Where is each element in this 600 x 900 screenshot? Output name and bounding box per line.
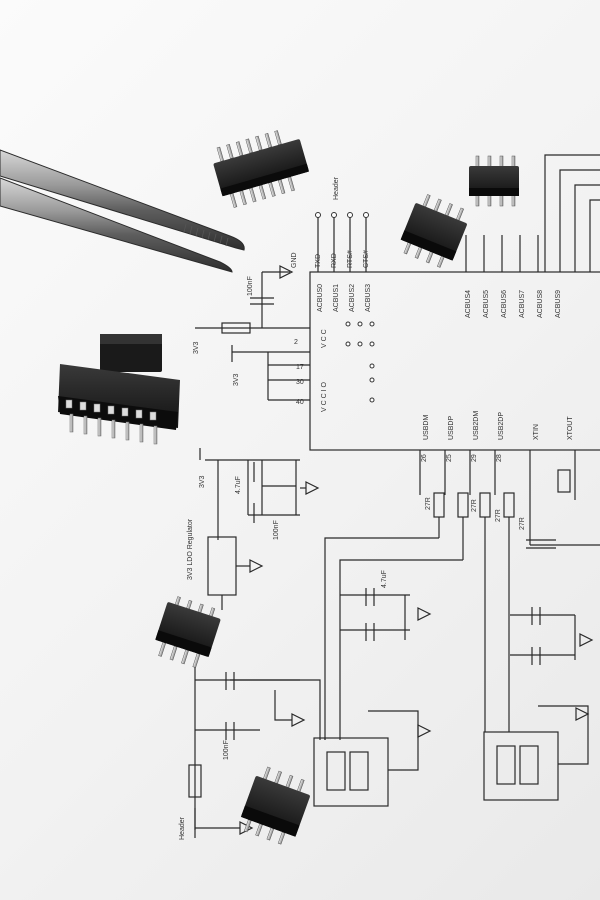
- cap-label-3: 100nF: [273, 520, 280, 540]
- pin-rts-label: RTS#: [347, 250, 354, 268]
- dip8-chip-bottom: [240, 766, 310, 845]
- acbus3-label: ACBUS3: [365, 284, 372, 312]
- usb-pin-25: 25: [446, 454, 453, 462]
- acbus4-label: ACBUS4: [465, 290, 472, 318]
- usb2dm-label: USB2DM: [473, 411, 480, 440]
- dip8-chip-lower-left: [155, 596, 221, 668]
- regulator-label: 3V3 LDO Regulator: [187, 518, 194, 580]
- supply-label-3: 3V3: [199, 475, 206, 488]
- usb-controller-ic-outline: [309, 271, 600, 451]
- dip14-chip-left-stack: [58, 334, 180, 445]
- supply-label-2: 3V3: [233, 373, 240, 386]
- tweezers: [0, 149, 245, 273]
- acbus9-label: ACBUS9: [555, 290, 562, 318]
- schematic-wires: [188, 154, 600, 838]
- usb-pin-28: 28: [496, 454, 503, 462]
- usb-pin-26: 26: [421, 454, 428, 462]
- cap-label-4: 4.7uF: [381, 570, 388, 588]
- pin-terminals: [315, 212, 375, 403]
- res-label-4: 27R: [519, 517, 526, 530]
- usb2dp-label: USB2DP: [498, 412, 505, 440]
- res-label-3: 27R: [495, 509, 502, 522]
- pin-rxd-label: RXD: [331, 253, 338, 268]
- vccio-label-1: V C C I O: [321, 381, 328, 412]
- vcc-label: V C C: [321, 329, 328, 348]
- pin-30-label: 30: [296, 379, 304, 386]
- res-label-1: 27R: [425, 497, 432, 510]
- pin-2-label: 2: [294, 339, 298, 346]
- usb-connector-right-outline: [483, 731, 559, 801]
- res-label-2: 27R: [471, 499, 478, 512]
- xtout-label: XTOUT: [567, 416, 574, 440]
- acbus1-label: ACBUS1: [333, 284, 340, 312]
- usb-connector-left-outline: [313, 737, 389, 807]
- pin-cts-label: CTS#: [363, 250, 370, 268]
- cap-label-5: 100nF: [223, 740, 230, 760]
- acbus2-label: ACBUS2: [349, 284, 356, 312]
- cap-label-2: 4.7uF: [235, 476, 242, 494]
- acbus8-label: ACBUS8: [537, 290, 544, 318]
- acbus6-label: ACBUS6: [501, 290, 508, 318]
- usb-pin-29: 29: [471, 454, 478, 462]
- pin-txd-label: TXD: [315, 254, 322, 268]
- pin-17-label: 17: [296, 364, 304, 371]
- usbdp-label: USBDP: [448, 416, 455, 440]
- cap-label-1: 100nF: [247, 276, 254, 296]
- acbus7-label: ACBUS7: [519, 290, 526, 318]
- dip8-chip-upper-right: [469, 155, 519, 207]
- usbdm-label: USBDM: [423, 415, 430, 440]
- pin-40-label: 40: [296, 399, 304, 406]
- header-label-bottom: Header: [179, 816, 186, 840]
- acbus5-label: ACBUS5: [483, 290, 490, 318]
- schematic-text: Header TXD RXD RTS# CTS# ACBUS0 ACBUS1 A…: [179, 176, 574, 840]
- gnd-label: GND: [291, 252, 298, 268]
- supply-label-1: 3V3: [193, 341, 200, 354]
- xtin-label: XTIN: [533, 424, 540, 440]
- header-label: Header: [333, 176, 340, 200]
- acbus0-label: ACBUS0: [317, 284, 324, 312]
- dip8-chip-center: [400, 194, 467, 268]
- dip14-chip-top: [213, 130, 310, 208]
